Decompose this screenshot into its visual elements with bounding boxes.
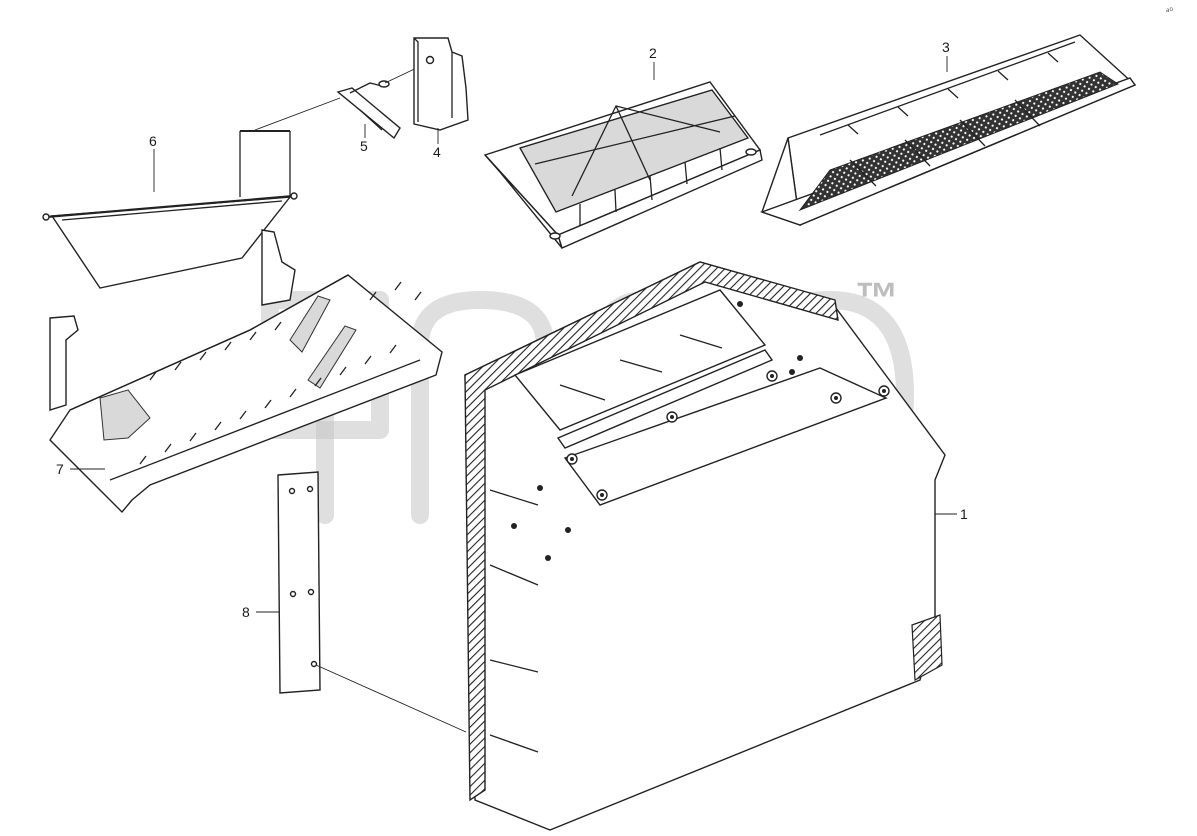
- watermark-trademark: ™: [855, 274, 899, 323]
- part-8-strip: [277, 471, 467, 733]
- label-2: 2: [649, 45, 657, 61]
- label-6: 6: [149, 133, 157, 149]
- part-1-housing: [464, 261, 946, 831]
- label-4: 4: [433, 144, 441, 160]
- part-7-frame: [49, 229, 443, 514]
- part-5-lever: [254, 63, 426, 140]
- label-1: 1: [960, 506, 968, 522]
- label-3: 3: [942, 39, 950, 55]
- callout-labels: 1 2 3 4 5 6 7 8: [56, 39, 968, 620]
- corner-mark: ᵃ⁰: [1166, 6, 1173, 16]
- label-8: 8: [242, 604, 250, 620]
- label-5: 5: [360, 138, 368, 154]
- label-7: 7: [56, 461, 64, 477]
- part-3-grille: [759, 34, 1137, 227]
- leader-lines: [70, 56, 957, 613]
- part-4-bracket: [413, 37, 469, 131]
- part-2-filter: [483, 81, 763, 249]
- part-6-flap: [42, 130, 298, 289]
